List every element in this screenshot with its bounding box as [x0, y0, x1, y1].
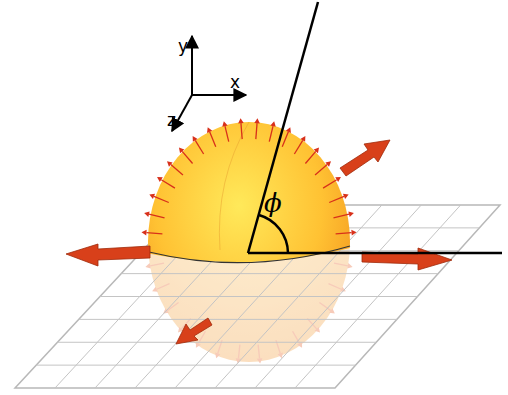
- grid-line: [36, 365, 355, 366]
- arrow-head: [300, 136, 305, 142]
- arrow-head: [149, 194, 155, 199]
- arrow-head: [238, 118, 244, 123]
- force-arrow: [282, 132, 288, 147]
- force-arrow: [195, 140, 203, 154]
- arrow-head: [254, 118, 260, 123]
- arrow-head: [167, 161, 173, 166]
- force-arrow: [333, 214, 349, 218]
- arrow-head: [270, 121, 275, 127]
- force-arrow: [154, 196, 169, 202]
- upper-arrows: [141, 118, 356, 235]
- force-arrow: [294, 140, 302, 154]
- force-arrow: [305, 151, 315, 163]
- axes: [172, 36, 246, 131]
- arrow-head: [348, 211, 354, 216]
- force-arrow: [149, 214, 165, 218]
- angle-lines: [248, 2, 502, 253]
- force-arrow: [210, 132, 216, 147]
- grid-line: [58, 342, 377, 343]
- angle-label: ϕ: [264, 190, 282, 216]
- arrow-head: [343, 194, 349, 199]
- force-arrow: [171, 165, 183, 175]
- big-arrows: [66, 140, 452, 344]
- axis-label: x: [230, 74, 240, 91]
- meridian: [219, 122, 249, 250]
- force-arrow: [241, 123, 242, 139]
- grid-line: [100, 296, 418, 297]
- arrow-head: [314, 148, 319, 154]
- arrow-head: [179, 148, 184, 154]
- force-arrow: [146, 233, 162, 234]
- force-arrow: [336, 233, 352, 234]
- force-arrow: [161, 180, 175, 188]
- axis-label: y: [178, 38, 188, 55]
- force-arrow: [323, 180, 337, 188]
- force-arrow: [182, 151, 192, 163]
- arrow-head: [193, 136, 198, 142]
- force-arrow: [329, 196, 344, 202]
- arrow-head: [141, 230, 146, 236]
- arrow-head: [286, 127, 291, 133]
- arrow-head: [335, 177, 341, 182]
- arrow-head: [144, 211, 150, 216]
- arrow-head: [325, 161, 331, 166]
- arrow-head: [157, 177, 163, 182]
- force-arrow: [269, 126, 273, 142]
- arrow-head: [351, 230, 356, 236]
- arrow-head: [207, 127, 212, 133]
- upper-half: [148, 122, 350, 362]
- grid-line: [79, 319, 397, 320]
- force-arrow: [225, 126, 229, 142]
- force-arrow: [256, 123, 257, 139]
- axis-label: z: [167, 112, 176, 129]
- arrow-head: [222, 121, 227, 127]
- force-arrow: [315, 165, 327, 175]
